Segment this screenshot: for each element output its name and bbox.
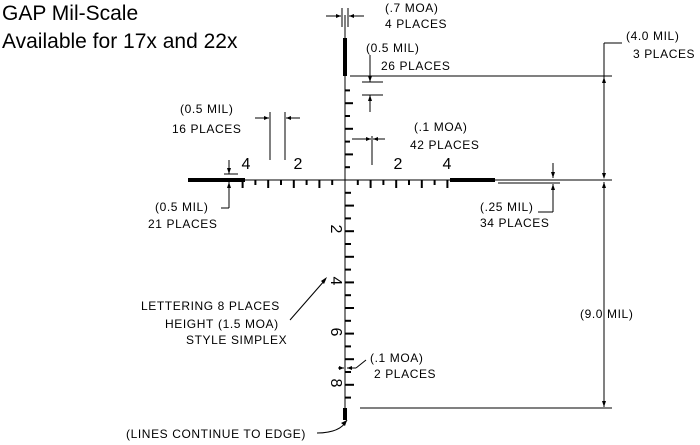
bottom-thick-post <box>343 408 347 420</box>
top-post-value: (.7 MOA) <box>385 1 438 15</box>
lettering-note-line2: HEIGHT <box>165 317 214 331</box>
left-bar-value: (0.5 MIL) <box>155 200 208 214</box>
left-bar-count: 21 PLACES <box>148 217 217 231</box>
left-thick-post <box>188 178 245 182</box>
scale-number-down-2: 2 <box>327 225 344 234</box>
drawing-title: GAP Mil-Scale <box>2 2 139 25</box>
right-thick-post <box>450 178 495 182</box>
scale-number-right-2: 2 <box>394 156 403 173</box>
scale-number-down-4: 4 <box>327 277 344 286</box>
lettering-leader <box>289 277 327 321</box>
post-length-dimension <box>362 55 383 112</box>
scale-number-down-8: 8 <box>327 379 344 388</box>
outer-post-value: (4.0 MIL) <box>626 29 679 43</box>
edge-note: (LINES CONTINUE TO EDGE) <box>126 427 306 441</box>
scale-number-right-4: 4 <box>443 156 452 173</box>
tick-width-count: 42 PLACES <box>410 138 479 152</box>
left-bar-dimension <box>221 160 238 209</box>
scale-number-left-2: 2 <box>294 156 303 173</box>
tick-width-value: (.1 MOA) <box>414 120 467 134</box>
vertical-span-value: (9.0 MIL) <box>580 307 633 321</box>
mil-tick-marks <box>241 89 449 399</box>
right-bar-dimension <box>498 163 560 213</box>
edge-note-leader <box>316 419 348 434</box>
left-spacing-dimension <box>255 112 300 160</box>
scale-number-down-6: 6 <box>327 328 344 337</box>
bottom-tick-dimension <box>338 359 367 370</box>
lettering-note-line1: LETTERING 8 PLACES <box>141 299 280 313</box>
left-spacing-value: (0.5 MIL) <box>180 102 233 116</box>
left-spacing-count: 16 PLACES <box>172 122 241 136</box>
outer-post-count: 3 PLACES <box>633 47 695 61</box>
lettering-note-line4: STYLE SIMPLEX <box>186 333 287 347</box>
top-post-dimension <box>326 8 364 27</box>
post-length-count: 26 PLACES <box>381 59 450 73</box>
top-post-count: 4 PLACES <box>385 17 447 31</box>
bottom-tick-count: 2 PLACES <box>374 367 436 381</box>
outer-post-dimension <box>350 42 622 181</box>
right-bar-count: 34 PLACES <box>480 216 549 230</box>
vertical-span-dimension <box>360 182 612 409</box>
post-length-value: (0.5 MIL) <box>366 41 419 55</box>
right-bar-value: (.25 MIL) <box>480 200 533 214</box>
bottom-tick-value: (.1 MOA) <box>370 351 423 365</box>
tick-width-dimension <box>352 136 385 165</box>
scale-number-left-4: 4 <box>242 156 251 173</box>
lettering-note-line3: (1.5 MOA) <box>218 317 279 331</box>
drawing-subtitle: Available for 17x and 22x <box>2 30 238 53</box>
top-thick-post <box>343 38 347 76</box>
